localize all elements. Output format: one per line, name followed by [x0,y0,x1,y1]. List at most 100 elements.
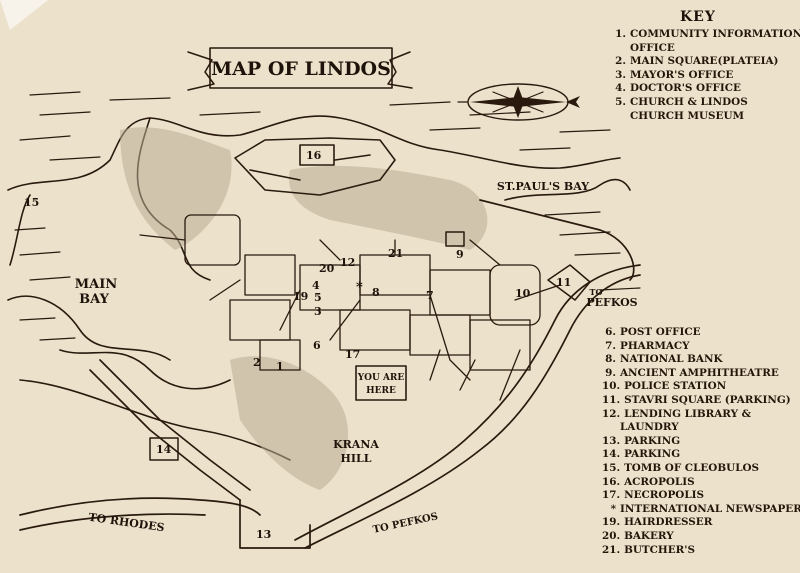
roads [19,199,641,549]
key-item-label: STAVRI SQUARE (PARKING) [624,393,791,406]
marker-19: 19 [293,290,308,303]
key-item: 1. COMMUNITY INFORMATION [612,28,800,42]
key-item-label: PARKING [624,448,681,461]
to-pefkos-label: TO [590,287,603,297]
key-item-label: CHURCH & LINDOS [630,95,748,108]
key-item: 8. NATIONAL BANK [602,353,800,367]
key-item-number: 2. [615,55,626,68]
town-streets [139,214,561,401]
key-item-number: 13. [602,434,621,447]
key-item: 10.POLICE STATION [602,380,800,394]
marker-7: 7 [426,289,434,302]
key-item-number: 10. [602,380,621,393]
marker-15: 15 [24,196,39,209]
parking-areas [149,231,591,461]
krana-hill-label: HILL [340,452,371,465]
key-item-number: 4. [615,82,626,95]
marker-20: 20 [319,262,335,275]
key-item-number: 5. [615,95,626,108]
key-item: 5. CHURCH & LINDOS [612,96,800,110]
key-item: 20.BAKERY [602,530,800,544]
key-item-number: 14. [602,448,621,461]
key-item-label: ACROPOLIS [624,475,695,488]
key-item-number: 8. [605,353,616,366]
key-item-number: 9. [605,366,616,379]
key-item-number: 3. [615,68,626,81]
marker-14: 14 [156,443,172,456]
folded-corner [0,0,48,30]
key-item-label: LENDING LIBRARY & [624,407,752,420]
key-item: 16.ACROPOLIS [602,476,800,490]
key-item-number: 11. [602,393,621,406]
main-bay-label: BAY [79,292,109,307]
marker-11: 11 [556,276,571,289]
key-item-label: POST OFFICE [620,326,701,338]
key-item: 6.POST OFFICE [602,326,800,340]
key-item: 3. MAYOR'S OFFICE [612,69,800,83]
key-item-label: NECROPOLIS [624,489,704,502]
key-item-number: 1. [615,28,626,40]
compass-rose [457,83,580,121]
st-pauls-bay-label: ST.PAUL'S BAY [497,180,589,193]
krana-hill-label: KRANA [333,438,379,451]
marker-8: 8 [372,286,380,299]
key-item: 14.PARKING [602,448,800,462]
key-item-label: NATIONAL BANK [620,353,723,366]
key-item-label: POLICE STATION [624,380,727,393]
hill-shading [120,127,488,490]
marker-17: 17 [345,348,360,361]
key-item-label: ANCIENT AMPHITHEATRE [620,366,779,379]
key-item: 9. ANCIENT AMPHITHEATRE [602,367,800,381]
marker-21: 21 [388,247,403,260]
key-item-continuation: OFFICE [630,41,675,54]
marker-6: 6 [313,339,321,352]
key-item: 2. MAIN SQUARE(PLATEIA) [612,55,800,69]
key-item-number: 17. [602,489,621,502]
key-item-number: 7. [605,339,616,352]
key-item: 19.HAIRDRESSER [602,516,800,530]
key-item: 15.TOMB OF CLEOBULOS [602,462,800,476]
key-item-number: 16. [602,475,621,488]
key-item-label: MAYOR'S OFFICE [630,68,734,81]
key-item-number: * [610,502,616,515]
main-bay-label: MAIN [75,277,118,292]
marker-10: 10 [515,287,531,300]
acropolis-walls [234,137,396,196]
key-item-number: 20. [602,529,621,542]
key-item-label: PHARMACY [620,339,690,352]
key-item: 17.NECROPOLIS [602,489,800,503]
key-item: 12.LENDING LIBRARY & [602,408,800,422]
key-item-label: DOCTOR'S OFFICE [630,82,741,95]
key-heading: KEY [680,9,716,25]
key-item: 4. DOCTOR'S OFFICE [612,82,800,96]
key-item-label: HAIRDRESSER [624,516,713,529]
marker-4: 4 [312,279,320,292]
key-item-label: COMMUNITY INFORMATION [630,28,800,40]
key-item-number: 15. [602,461,621,474]
key-item-label: BAKERY [624,529,674,542]
key-item-label: INTERNATIONAL NEWSPAPER [620,502,800,515]
you-are-here-box: YOU ARE HERE [355,365,407,401]
marker-5: 5 [314,291,322,304]
marker-3: 3 [314,305,322,318]
key-item-number: 19. [602,516,621,529]
title-banner: MAP OF LINDOS [187,47,413,91]
to-pefkos-road-label: TO PEFKOS [372,511,439,536]
key-item: 13.PARKING [602,435,800,449]
key-item: * INTERNATIONAL NEWSPAPER [602,503,800,517]
page-title: MAP OF LINDOS [211,58,391,80]
to-pefkos-label: PEFKOS [586,296,637,309]
key-item-number: 21. [602,543,621,556]
key-item-label: MAIN SQUARE(PLATEIA) [630,55,779,68]
newspaper-star-marker: * [356,280,363,295]
key-item-label: TOMB OF CLEOBULOS [624,461,760,474]
key-item: 11.STAVRI SQUARE (PARKING) [602,394,800,408]
key-item: 7. PHARMACY [602,340,800,354]
you-are-here-label: YOU ARE [357,373,405,383]
marker-9: 9 [456,248,464,261]
marker-12: 12 [340,256,355,269]
key-item-number: 12. [602,407,621,420]
key-item: 21.BUTCHER'S [602,544,800,558]
